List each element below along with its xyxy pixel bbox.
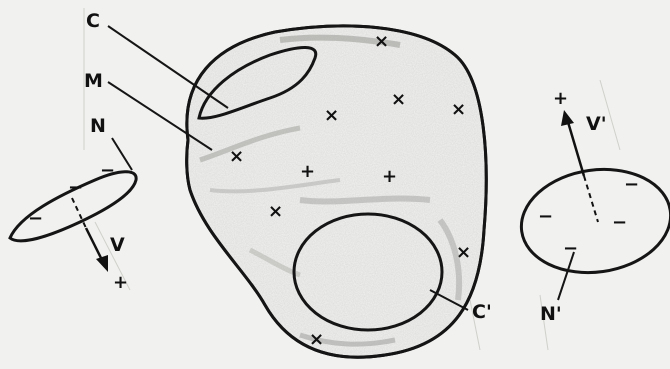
label-n-prime: N' [540,303,562,325]
velocity-arrow-v-prime [561,110,584,176]
minus-sign-n-prime-2: − [538,206,553,227]
cross-sign-8: × [309,329,324,350]
minus-sign-n-prime-1: − [624,174,639,195]
cross-sign-6: × [268,201,283,222]
plus-sign-v-prime: + [553,88,568,109]
cross-sign-4: × [324,105,339,126]
cross-sign-1: × [374,31,389,52]
label-c: C [86,10,100,32]
label-m: M [84,70,103,92]
cross-sign-7: × [456,242,471,263]
minus-sign-n-prime-3: − [612,212,627,233]
cell-shading [180,20,490,369]
label-c-prime: C' [472,301,492,323]
minus-sign-n-1: − [68,177,83,198]
velocity-arrow-v [86,228,108,272]
label-v: V [110,234,125,256]
minus-sign-n-3: − [28,208,43,229]
cross-sign-2: × [391,89,406,110]
plus-sign-cell-1: + [300,161,315,182]
plus-sign-v: + [113,272,128,293]
cross-sign-3: × [451,99,466,120]
minus-sign-n-prime-4: − [563,238,578,259]
central-cell [180,20,490,369]
label-n: N [90,115,106,137]
minus-sign-n-2: − [100,160,115,181]
plus-sign-cell-2: + [382,166,397,187]
particle-n-prime-axis [584,176,598,222]
label-v-prime: V' [586,113,607,135]
cross-sign-5: × [229,146,244,167]
